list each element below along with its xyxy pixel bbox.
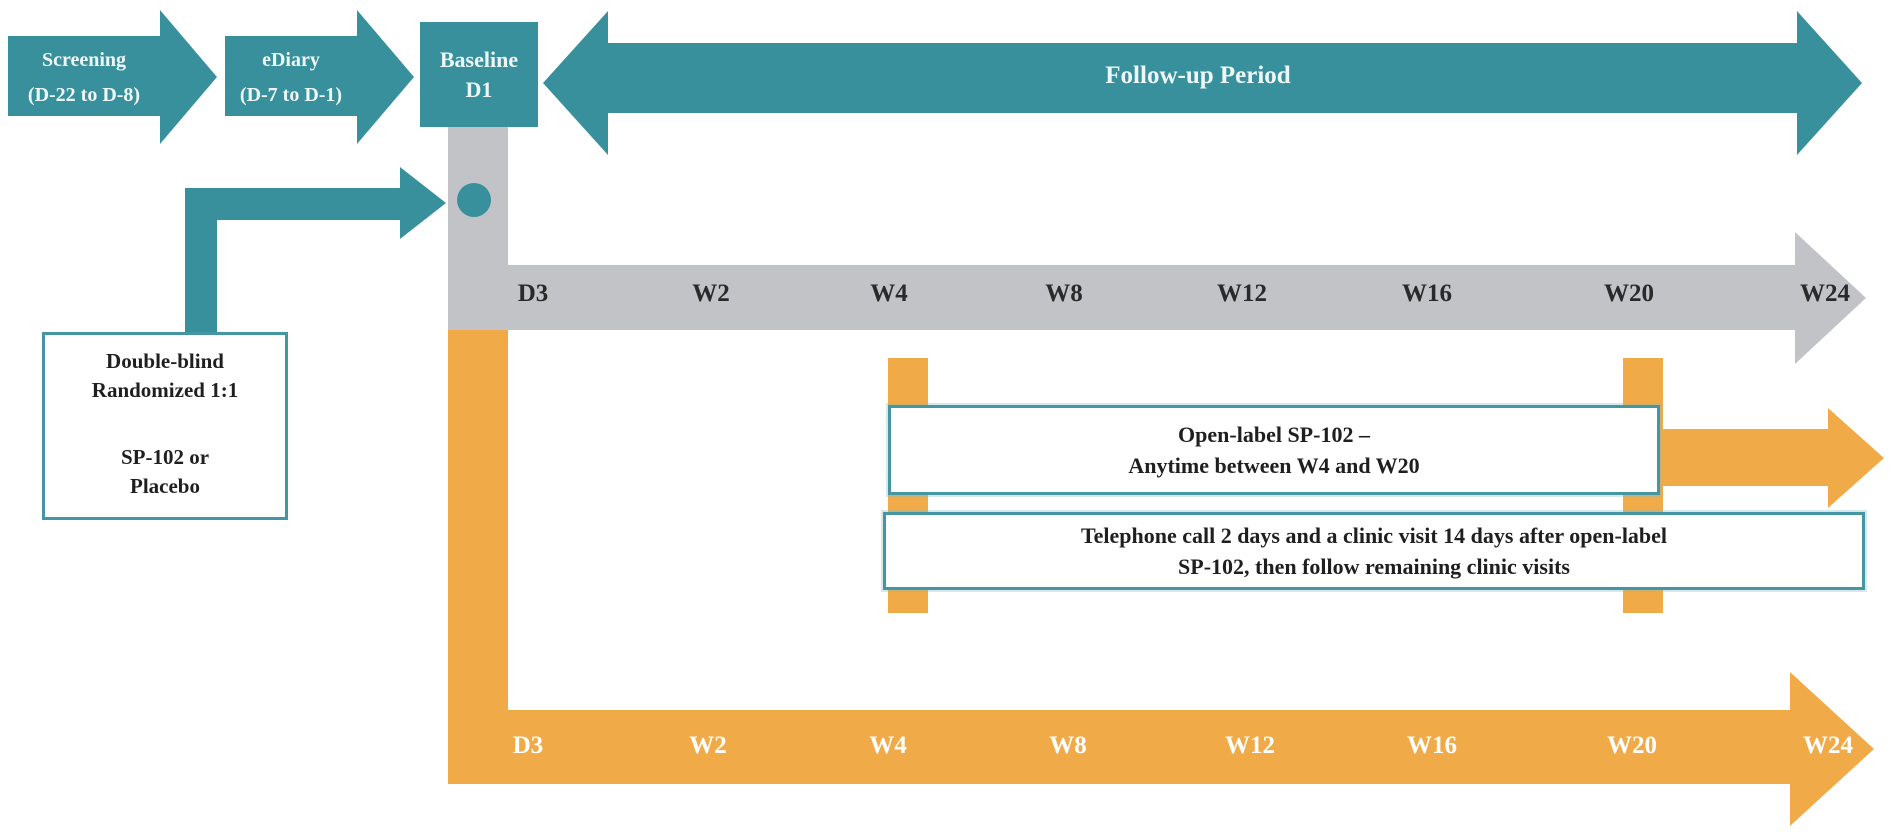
- screening-label: Screening (D-22 to D-8): [8, 43, 160, 113]
- ediary-label-line2: (D-7 to D-1): [239, 84, 343, 106]
- screening-arrow-shaft: [8, 36, 160, 116]
- screening-label-line1: Screening: [41, 49, 127, 71]
- gray-timeline-label: W4: [870, 280, 908, 307]
- gray-timeline-arrowhead-icon: [1795, 232, 1866, 364]
- followup-arrow-shaft: [605, 43, 1799, 113]
- gray-timeline-label: W8: [1045, 280, 1083, 307]
- orange-timeline-label: W2: [689, 732, 727, 759]
- randomization-connector-arrowhead-icon: [400, 167, 446, 239]
- orange-timeline-label: W24: [1803, 732, 1853, 759]
- screening-label-line2: (D-22 to D-8): [27, 84, 141, 106]
- randomization-line4: Placebo: [130, 474, 200, 498]
- gray-timeline-label: D3: [517, 280, 549, 307]
- gray-timeline-shaft: [448, 265, 1797, 330]
- orange-timeline-label: D3: [512, 732, 544, 759]
- open-label-box: Open-label SP-102 – Anytime between W4 a…: [888, 405, 1660, 495]
- open-label-arrowhead-icon: [1828, 408, 1884, 508]
- orange-timeline-label: W8: [1049, 732, 1087, 759]
- followup-right-arrowhead-icon: [1797, 11, 1862, 155]
- orange-timeline-shaft: [448, 710, 1792, 784]
- followup-left-arrowhead-icon: [543, 11, 608, 155]
- randomization-line3: SP-102 or: [120, 445, 210, 469]
- randomization-connector-horizontal: [185, 188, 402, 220]
- telephone-note-box: Telephone call 2 days and a clinic visit…: [883, 512, 1865, 590]
- ediary-arrow-shaft: [225, 36, 357, 116]
- randomization-point-dot-icon: [457, 183, 491, 217]
- baseline-label-line2: D1: [465, 76, 493, 102]
- telephone-note-line2: SP-102, then follow remaining clinic vis…: [1178, 554, 1570, 579]
- orange-timeline-label: W12: [1225, 732, 1275, 759]
- open-label-line1: Open-label SP-102 –: [1178, 422, 1370, 447]
- telephone-note-line1: Telephone call 2 days and a clinic visit…: [1080, 523, 1668, 548]
- screening-arrowhead-icon: [160, 10, 217, 144]
- randomization-line2: Randomized 1:1: [91, 378, 239, 402]
- ediary-label: eDiary (D-7 to D-1): [225, 43, 357, 113]
- orange-timeline-label: W4: [869, 732, 907, 759]
- ediary-arrowhead-icon: [357, 10, 414, 144]
- orange-timeline-label: W20: [1607, 732, 1657, 759]
- followup-label: Follow-up Period: [1105, 62, 1291, 89]
- orange-timeline-arrowhead-icon: [1790, 672, 1874, 826]
- gray-timeline-label: W16: [1402, 280, 1452, 307]
- randomization-box: Double-blind Randomized 1:1 SP-102 or Pl…: [42, 332, 288, 520]
- open-label-line2: Anytime between W4 and W20: [1128, 453, 1420, 478]
- baseline-label-line1: Baseline: [439, 46, 519, 72]
- gray-timeline-label: W12: [1217, 280, 1267, 307]
- orange-stem: [448, 330, 508, 712]
- gray-timeline-label: W2: [692, 280, 730, 307]
- ediary-label-line1: eDiary: [262, 49, 320, 71]
- randomization-line1: Double-blind: [106, 349, 224, 373]
- gray-timeline-label: W24: [1800, 280, 1850, 307]
- gray-timeline-label: W20: [1604, 280, 1654, 307]
- baseline-box: Baseline D1: [420, 22, 538, 127]
- orange-timeline-label: W16: [1407, 732, 1457, 759]
